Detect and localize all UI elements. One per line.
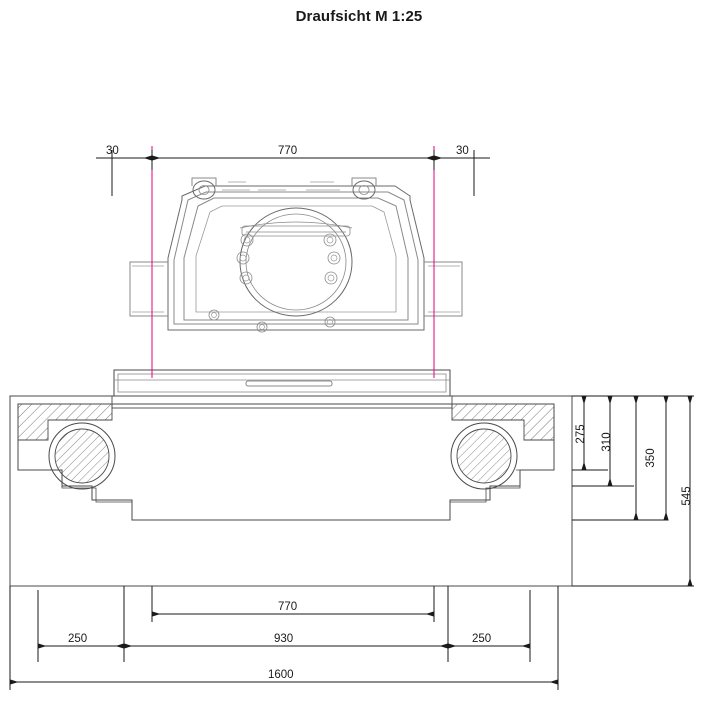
dim-bottom-250-right: 250 [472,633,491,645]
dim-right-545: 545 [681,486,693,505]
right-dimension-chain [572,395,694,587]
bottom-dimension-chain [9,586,559,690]
top-dimension-chain [96,150,490,196]
magenta-reference-lines [151,146,435,378]
dim-bottom-250-left: 250 [68,633,87,645]
dim-bottom-1600: 1600 [268,669,294,681]
machine-plan-view [113,177,463,397]
dim-bottom-770: 770 [278,601,297,613]
dim-right-350: 350 [645,448,657,467]
dim-bottom-930: 930 [274,633,293,645]
dim-top-30-right: 30 [456,145,469,157]
dim-top-770: 770 [278,145,297,157]
foundation-section-view [9,395,573,587]
dim-right-275: 275 [575,424,587,443]
page-title: Draufsicht M 1:25 [295,8,423,25]
dim-right-310: 310 [601,432,613,451]
dim-top-30-left: 30 [106,145,119,157]
